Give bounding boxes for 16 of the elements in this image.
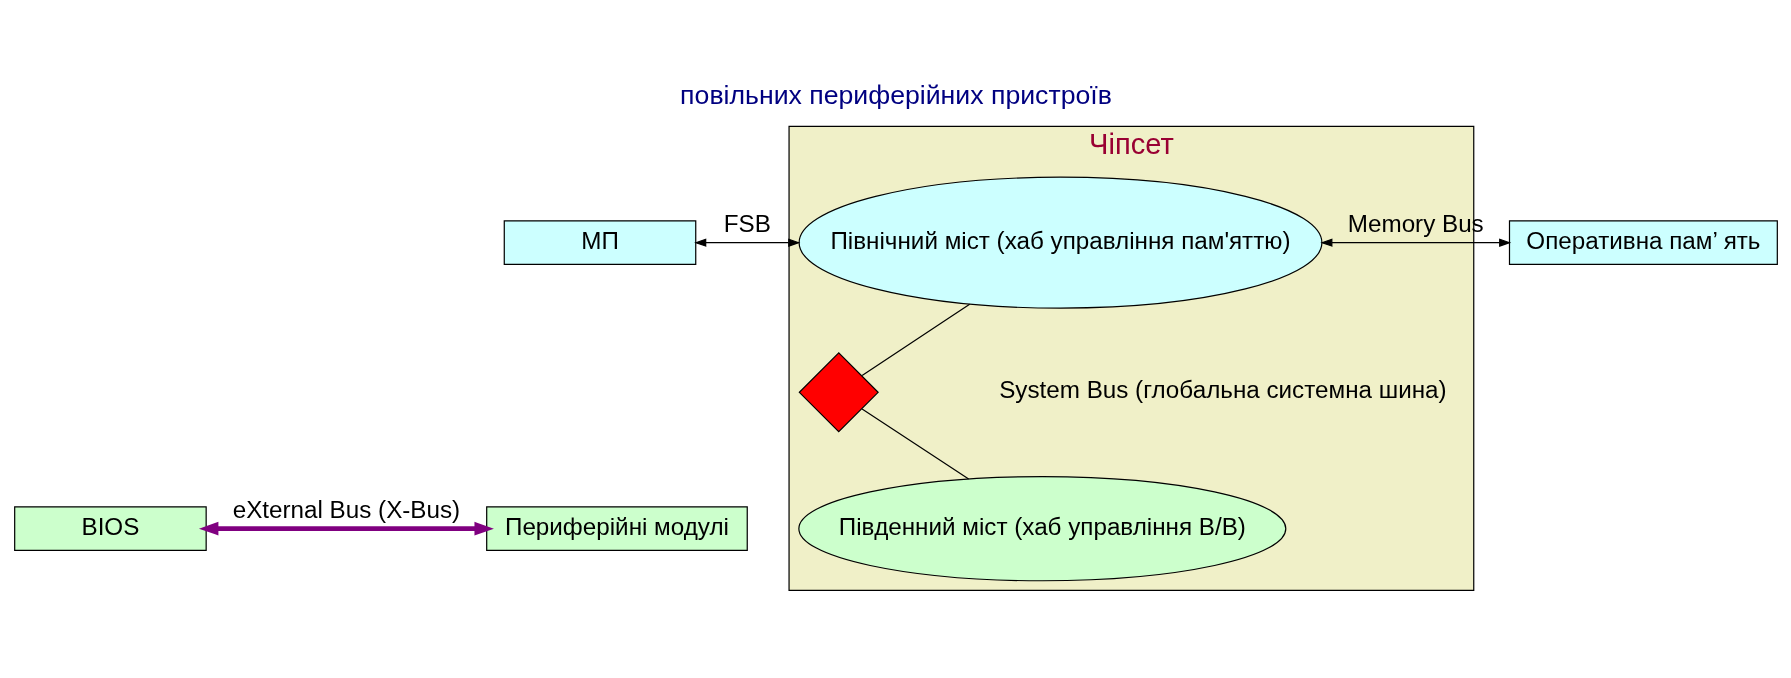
edge-label: eXternal Bus (X-Bus) <box>232 495 460 523</box>
node-box: Периферійні модулі <box>485 506 748 552</box>
connector <box>861 303 970 377</box>
arrow <box>1319 238 1511 247</box>
node-ellipse: Північний міст (хаб управління пам'яттю) <box>798 176 1322 309</box>
arrow <box>693 238 800 247</box>
node-ellipse: Південний міст (хаб управління В/В) <box>797 475 1286 582</box>
edge-label: FSB <box>723 209 771 237</box>
arrow <box>198 521 494 536</box>
node-box: Оперативна пам’ ять <box>1508 220 1778 266</box>
diagram-title: повільних периферійних пристроїв <box>679 80 1112 111</box>
node-box: МП <box>503 220 696 266</box>
connector <box>861 408 969 480</box>
node-box: BIOS <box>13 506 207 552</box>
node-diamond <box>798 352 879 433</box>
label: System Bus (глобальна системна шина) <box>998 376 1447 404</box>
